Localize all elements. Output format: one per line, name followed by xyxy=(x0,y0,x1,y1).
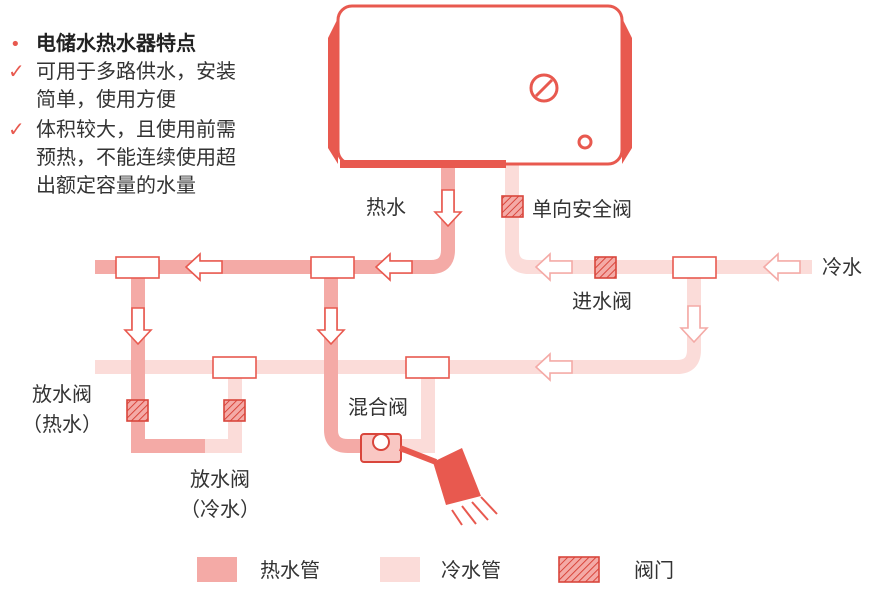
hot-flow-arrows xyxy=(123,189,463,346)
tee-fitting xyxy=(115,256,160,279)
legend-swatch-hot xyxy=(197,557,237,582)
pro-line-1: 可用于多路供水，安装 xyxy=(36,59,236,83)
arrow-left-icon xyxy=(762,252,801,282)
arrow-left-icon xyxy=(374,252,413,282)
label-check-valve: 单向安全阀 xyxy=(532,197,632,221)
label-hot-water: 热水 xyxy=(366,195,406,219)
tee-fitting xyxy=(672,256,717,279)
legend-swatch-valve xyxy=(558,556,600,583)
arrow-left-icon xyxy=(184,252,223,282)
check-valve xyxy=(501,195,524,218)
features-notes: • 电储水热水器特点 ✓ 可用于多路供水，安装 简单，使用方便 ✓ 体积较大，且… xyxy=(8,31,236,197)
label-inlet-valve: 进水阀 xyxy=(572,289,632,313)
bullet-icon: • xyxy=(10,34,21,55)
arrow-down-icon xyxy=(123,307,153,346)
arrow-left-icon xyxy=(534,352,573,382)
legend-valve: 阀门 xyxy=(634,558,674,582)
cold-pipe-inlet xyxy=(505,165,812,274)
arrow-down-icon xyxy=(316,307,346,346)
label-drain-cold-2: （冷水） xyxy=(180,497,260,521)
shower-hose xyxy=(398,445,438,465)
label-mixing-valve: 混合阀 xyxy=(348,395,408,419)
shower-head-icon xyxy=(433,448,481,505)
arrow-left-icon xyxy=(534,252,573,282)
check-icon: ✓ xyxy=(8,117,25,141)
water-heater-tank xyxy=(328,4,632,168)
tank-base-strip xyxy=(340,160,506,168)
indicator-light-icon xyxy=(577,134,593,150)
tank-end-cap-right xyxy=(622,18,632,164)
drain-valve-cold xyxy=(223,399,246,422)
diagram-labels: 热水 单向安全阀 冷水 进水阀 混合阀 放水阀 （热水） 放水阀 （冷水） xyxy=(22,195,862,521)
cold-pipe-drain-branch xyxy=(200,367,242,453)
pro-line-2: 简单，使用方便 xyxy=(36,87,176,111)
arrow-down-icon xyxy=(679,305,709,344)
hot-pipe-main xyxy=(95,165,455,274)
label-drain-hot-2: （热水） xyxy=(22,412,102,436)
tee-fitting xyxy=(405,356,450,379)
mixing-valve-knob-icon xyxy=(372,433,390,451)
tee-fitting xyxy=(310,256,355,279)
tee-fitting xyxy=(212,356,257,379)
drain-valve-hot xyxy=(126,399,149,422)
cold-pipe-distribution xyxy=(95,267,701,374)
inlet-valve xyxy=(594,256,617,279)
tank-end-cap-left xyxy=(328,18,338,164)
cold-water-pipes xyxy=(95,165,812,453)
water-spray-icon xyxy=(451,496,498,526)
arrow-down-icon xyxy=(433,189,463,228)
pipe-fittings xyxy=(115,256,717,379)
label-cold-water: 冷水 xyxy=(822,255,862,279)
label-drain-cold-1: 放水阀 xyxy=(190,467,250,491)
legend-cold-pipe: 冷水管 xyxy=(441,558,501,582)
legend: 热水管 冷水管 阀门 xyxy=(197,556,674,583)
label-drain-hot-1: 放水阀 xyxy=(32,382,92,406)
thermostat-dial-icon xyxy=(534,78,554,98)
cold-pipe-mixer-branch xyxy=(398,367,435,453)
con-line-3: 出额定容量的水量 xyxy=(36,173,196,197)
mixing-valve-shower xyxy=(360,433,498,526)
legend-hot-pipe: 热水管 xyxy=(260,558,320,582)
legend-swatch-cold xyxy=(380,557,420,582)
notes-title: 电储水热水器特点 xyxy=(36,31,196,55)
con-line-2: 预热，不能连续使用超 xyxy=(36,145,236,169)
cold-flow-arrows xyxy=(534,252,801,382)
hot-pipe-mixer-branch xyxy=(324,267,362,453)
valves xyxy=(126,195,617,422)
con-line-1: 体积较大，且使用前需 xyxy=(36,117,236,141)
check-icon: ✓ xyxy=(8,59,25,83)
